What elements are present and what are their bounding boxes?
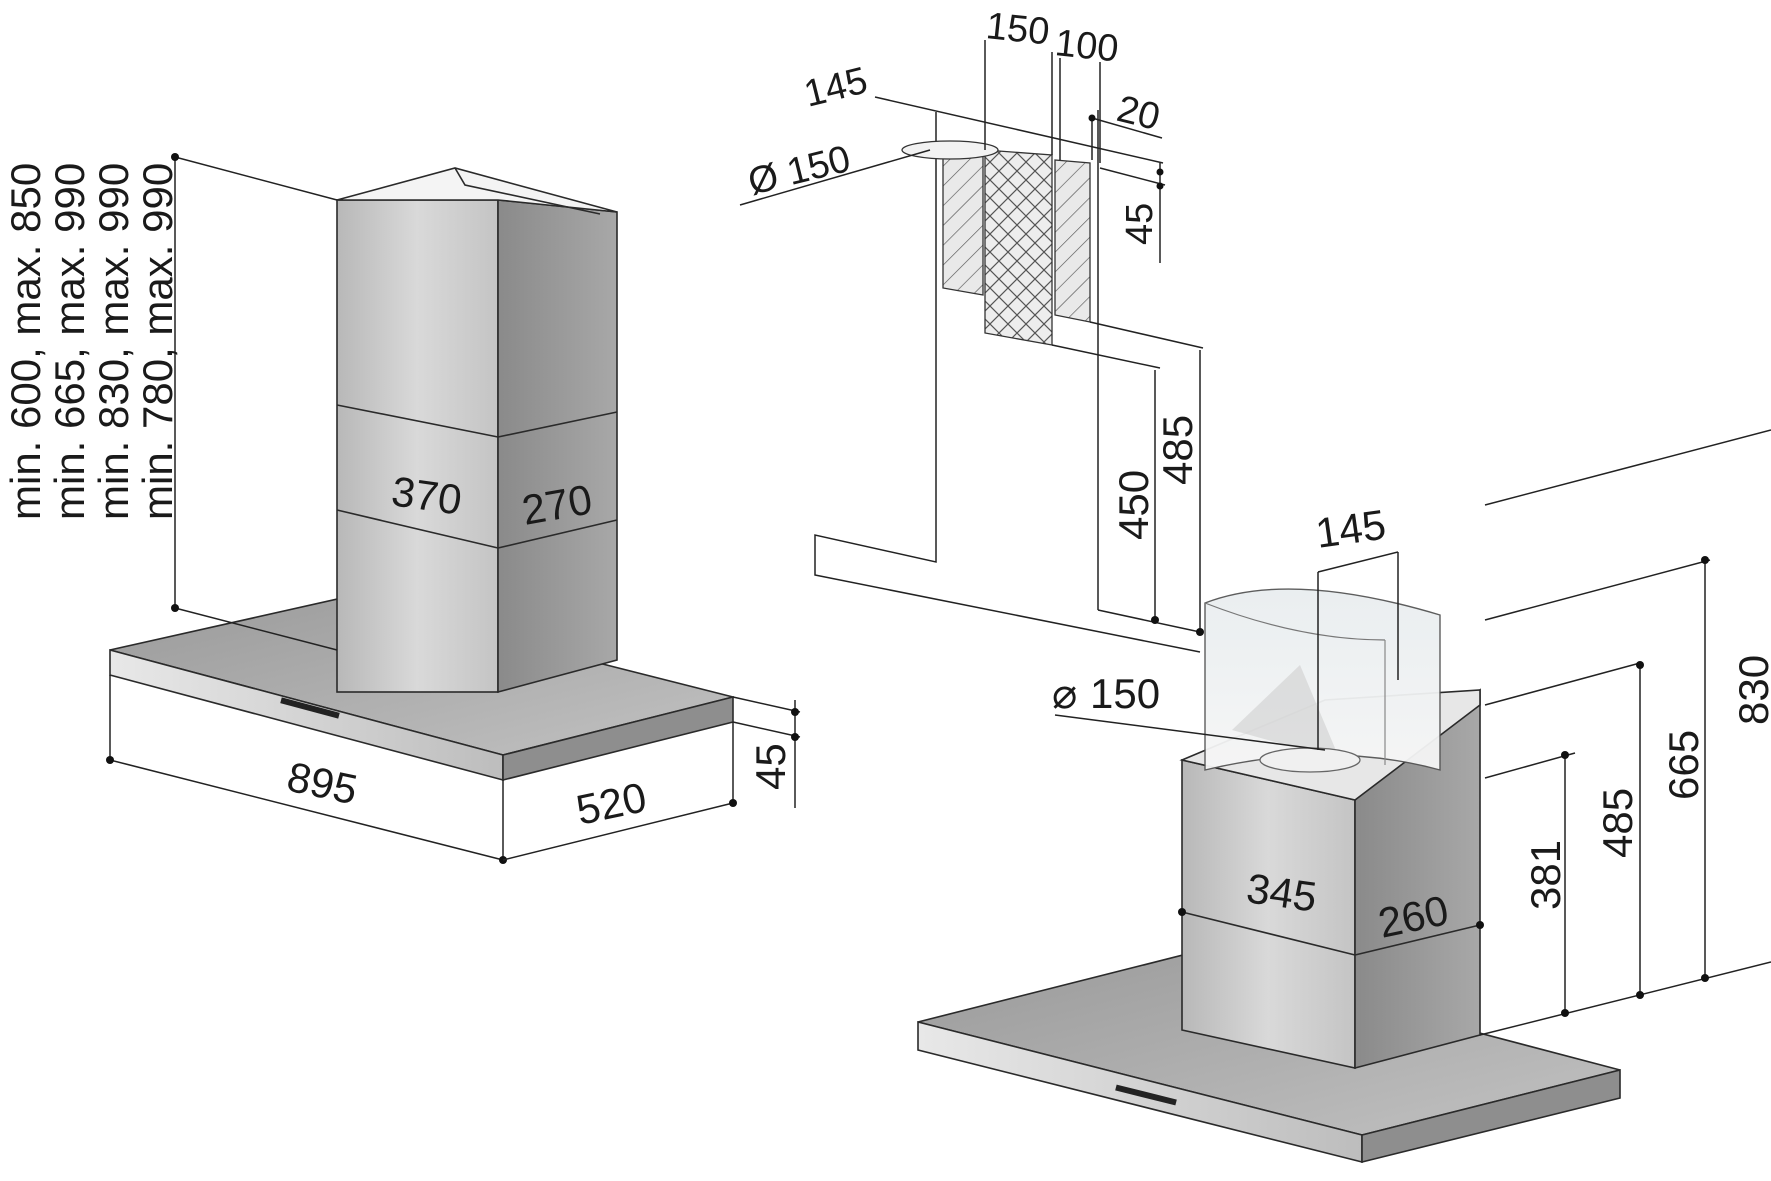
wall-hatch-left [942,149,984,296]
left-hood [109,167,734,782]
wall-duct-width: 150 [984,5,1051,53]
left-chimney-front [336,199,499,693]
right-height-830: 830 [1730,655,1771,725]
left-chimney-bracket [454,167,601,215]
right-hood [917,588,1621,1164]
left-chimney-side [497,199,618,694]
right-outlet-diameter-symbol: ⌀ [1052,670,1077,717]
right-dimensions [1054,429,1771,1036]
wall-duct-diameter: Ø 150 [744,138,855,204]
height-range-4: min. 780, max. 990 [134,163,181,520]
left-hood-thickness: 45 [747,743,794,790]
height-range-3: min. 830, max. 990 [90,163,137,520]
wall-detail [739,40,1204,653]
right-canopy-side [1361,1068,1621,1164]
left-hood-width: 895 [283,753,361,814]
wall-height-450: 450 [1110,470,1157,540]
right-outlet [1259,747,1361,773]
wall-clearance: 20 [1113,88,1164,139]
right-height-665: 665 [1660,730,1707,800]
right-height-485: 485 [1594,788,1641,858]
wall-hatch-right [1054,159,1091,323]
left-chimney-width: 370 [389,467,465,523]
height-range-labels: min. 600, max. 850 min. 665, max. 990 mi… [2,163,181,520]
duct-hatch-cross [984,149,1053,346]
wall-gap: 100 [1053,22,1120,70]
wall-top-offset: 45 [1119,203,1161,245]
right-height-381: 381 [1522,840,1569,910]
left-hood-depth: 520 [572,773,650,834]
left-chimney-top [336,167,618,213]
left-dimensions [106,153,801,864]
right-outlet-offset: 145 [1313,501,1389,557]
duct-collar [901,140,999,160]
height-range-1: min. 600, max. 850 [2,163,49,520]
right-chimney-width: 345 [1244,864,1320,920]
left-control-panel [280,697,340,719]
right-control-panel [1115,1084,1177,1106]
height-range-2: min. 665, max. 990 [46,163,93,520]
right-outlet-diameter: 150 [1090,670,1160,717]
wall-offset: 145 [800,60,872,116]
wall-height-485: 485 [1154,415,1201,485]
